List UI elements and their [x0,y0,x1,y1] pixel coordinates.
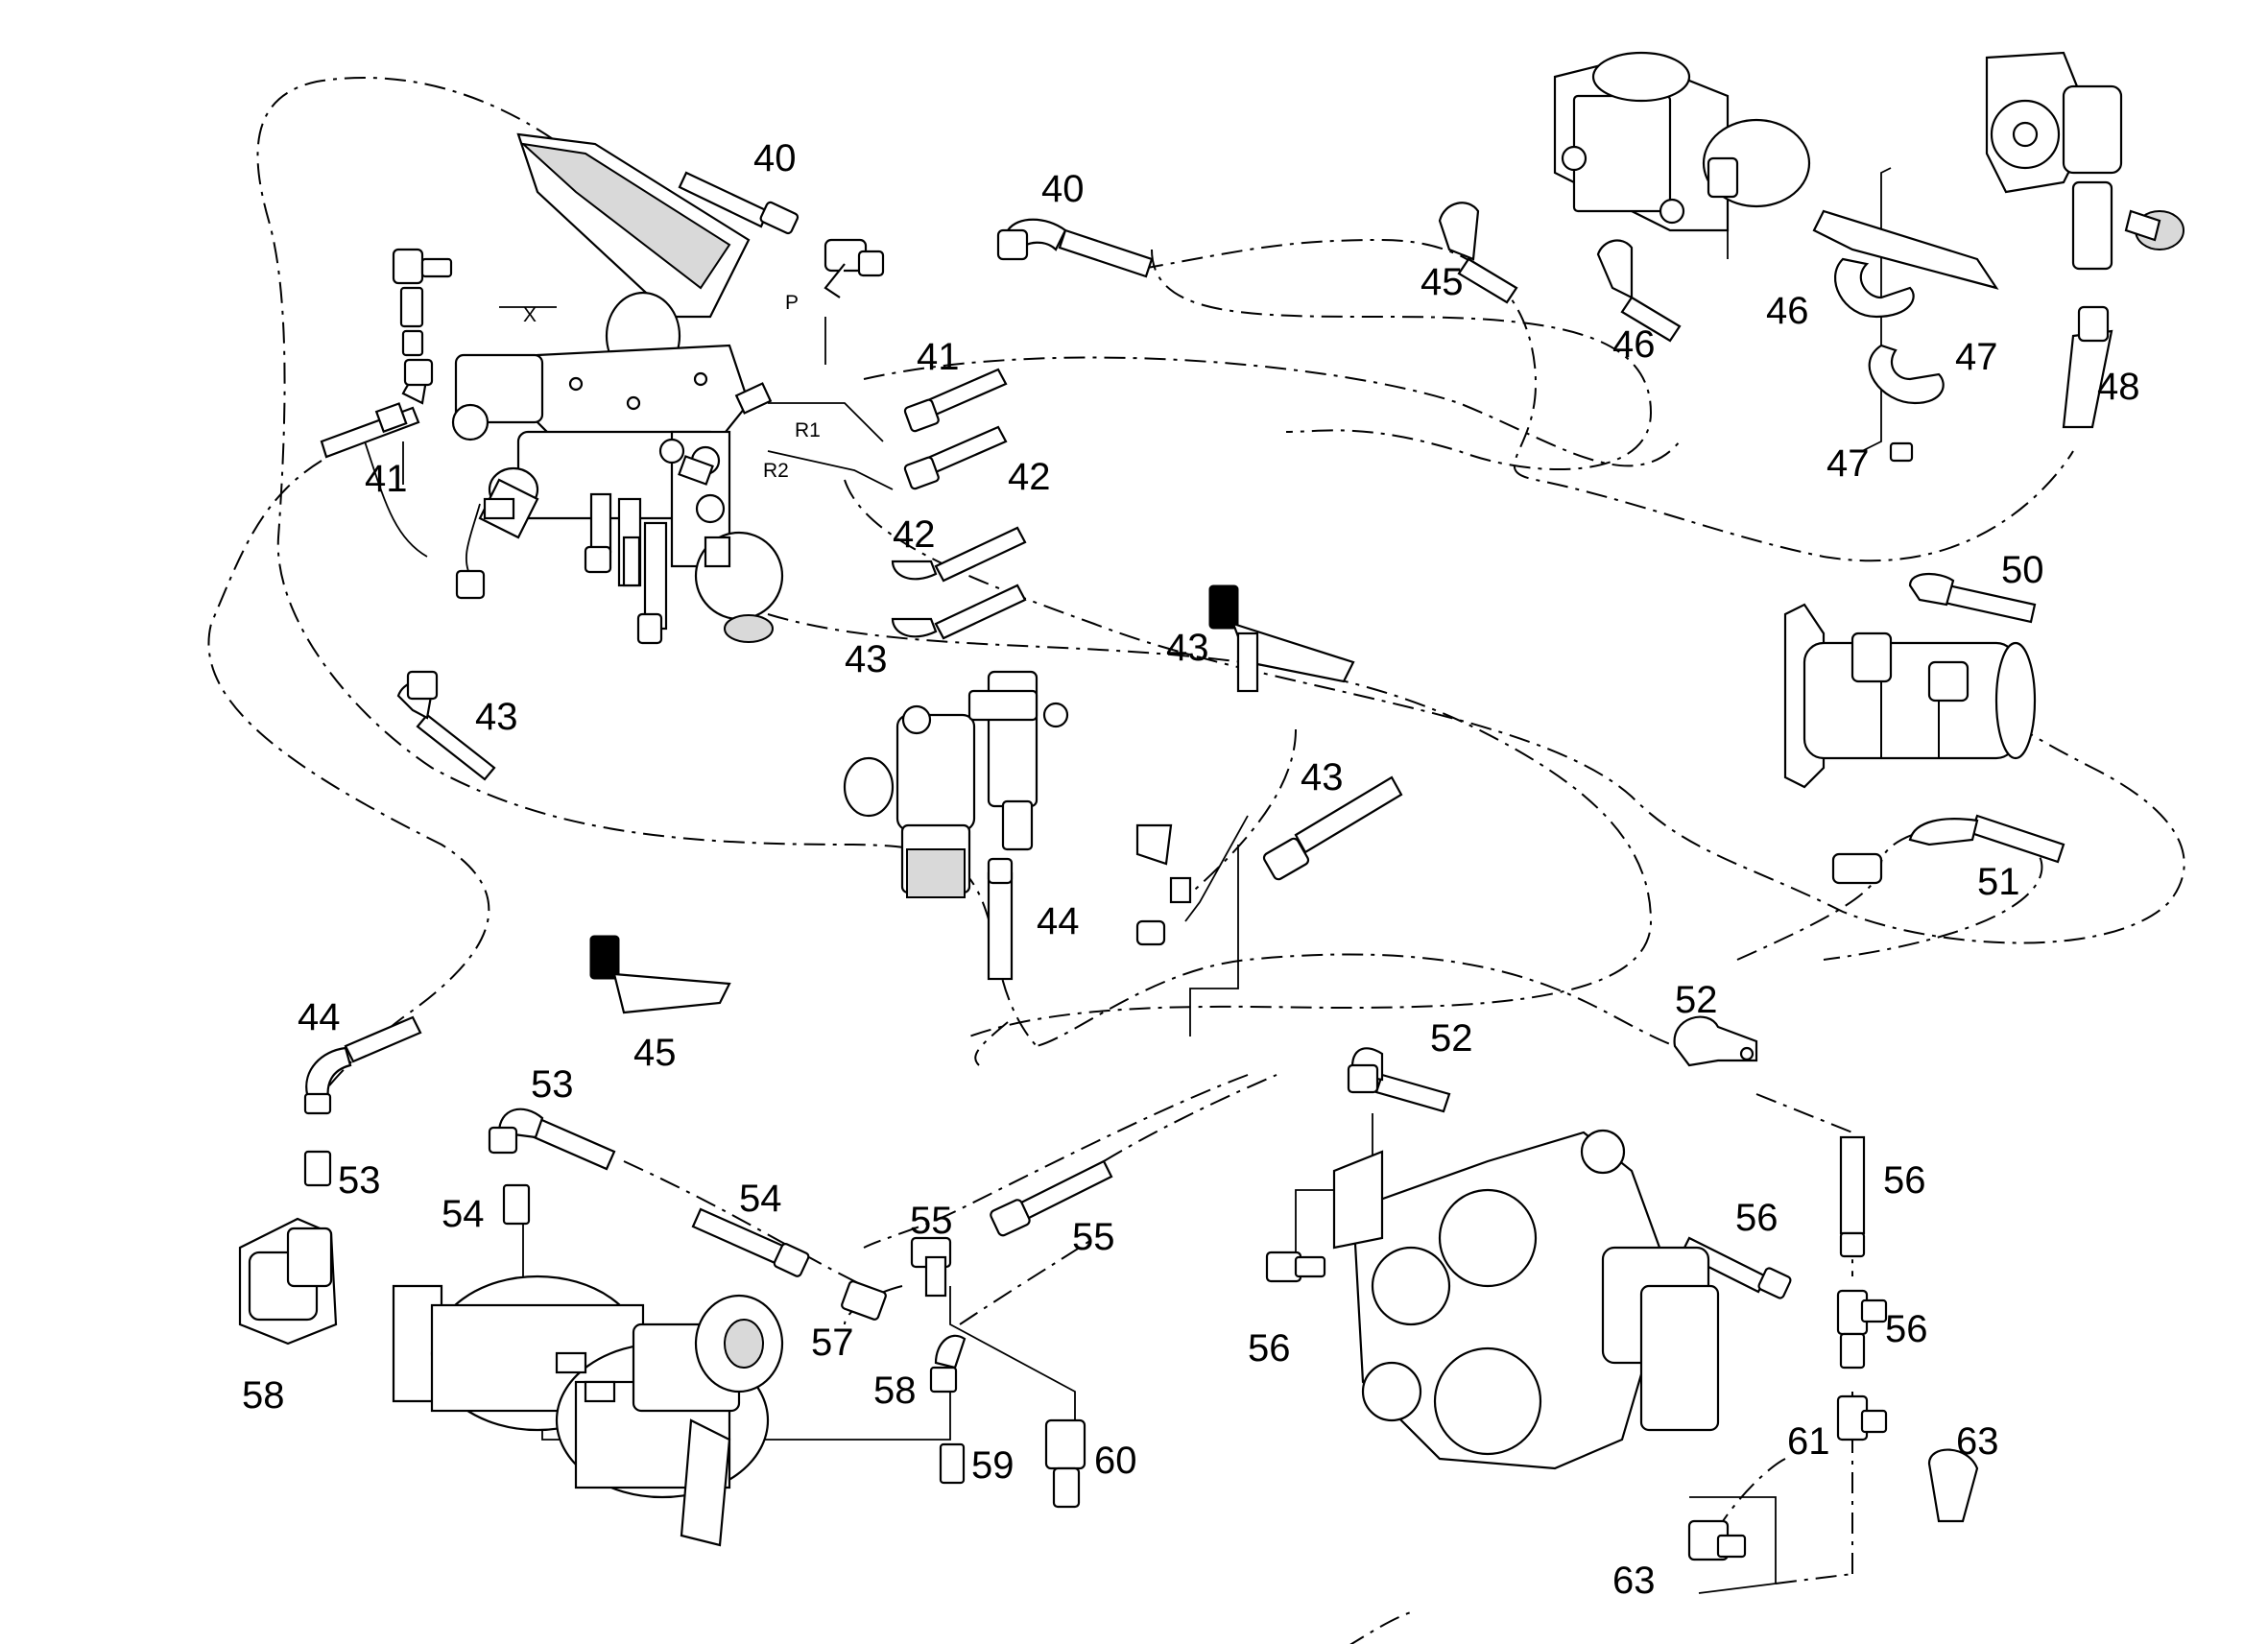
hose-43-pair-center [903,368,1008,490]
callout-54: 56 [1885,1308,1928,1350]
callout-53: 63 [1612,1560,1656,1602]
callout-43: 46 [1612,323,1656,366]
tee-fitting-upper-left [392,248,453,357]
callout-43: 41 [917,336,960,378]
callout-51: 53 [338,1159,381,1202]
bracket-63-upper [1208,584,1355,693]
hose-42-41-center [891,526,1027,640]
hose-45-upper [996,218,1154,278]
callout-43: 45 [1420,261,1464,303]
callout-40: 44 [298,996,341,1038]
callout-47: 43 [475,696,518,738]
callout-56: 54 [739,1178,782,1220]
callout-45: 48 [2097,366,2140,408]
callout-41: 43 [845,638,888,680]
hose-40-lower [303,1015,422,1115]
callout-63: 43 [1166,627,1209,669]
clamp-58-59 [1812,209,1999,463]
callout-54: 61 [1787,1420,1830,1463]
hose-47-left [396,670,496,781]
hose-46-upper [678,171,885,298]
callout-46: 40 [753,137,797,179]
callout-46: 50 [2001,549,2044,591]
hose-41-lower-right [1839,1135,1866,1258]
hose-56-left [488,1108,616,1171]
callout-43: 42 [1008,456,1051,498]
callout-63: 45 [633,1032,677,1074]
callout-56: 53 [531,1063,574,1106]
callout-52: 54 [442,1193,485,1235]
callout-40: 41 [365,458,408,500]
port-p-label: P [785,292,799,314]
hydraulic-motor-right [1265,1129,1720,1470]
callout-57: 58 [873,1370,917,1412]
callout-60: 63 [1956,1420,1999,1463]
callout-58: 47 [1955,336,1998,378]
fitting-51-50-pump [238,1150,338,1346]
clamp-48 [1673,1015,1758,1067]
hose-42-lower [990,1159,1113,1237]
hydraulic-pump-right [1783,603,2037,885]
control-valve-assembly: X P R1 R2 [451,132,821,645]
callout-55: 57 [811,1322,854,1364]
callout-52: 59 [971,1444,1015,1487]
port-x-label: X [523,304,537,326]
hose-43-upper-right [1438,202,1682,343]
callout-42: 55 [1072,1216,1115,1258]
callout-56: 56 [1735,1197,1779,1239]
callout-55: 55 [910,1200,953,1242]
callout-50: 58 [242,1374,285,1417]
hose-46-right [1908,573,2037,624]
callout-44: 43 [1301,756,1344,798]
callout-47: 44 [1037,900,1080,942]
drive-motor-left [392,1275,784,1547]
callout-41: 56 [1883,1159,1926,1202]
callout-48: 52 [1675,979,1718,1021]
port-r2-label: R2 [763,460,789,482]
callout-53: 56 [1248,1327,1291,1370]
fittings-54-60-53-lower-right [1687,1289,1979,1561]
callout-numbers: 40 40 41 41 42 42 43 43 43 43 44 44 45 4… [242,137,2140,1602]
filter-valve-center [843,670,1069,898]
callout-59: 47 [1826,442,1870,485]
fitting-52-upper-left [502,1183,531,1226]
hose-47-center [987,857,1014,981]
callout-61: 60 [1094,1440,1137,1482]
callout-56: 52 [1430,1017,1473,1060]
hose-40-upper [320,358,434,459]
callout-42: 42 [893,513,936,556]
hose-56-center-right [1347,1047,1451,1113]
small-clip-center [1135,815,1249,946]
hose-45-right [2062,305,2113,429]
fittings-55-57-52-lower [841,1236,1086,1509]
callout-45: 40 [1041,168,1085,210]
master-cylinder [1553,51,1811,232]
hose-56-center-left [691,1207,810,1277]
callout-44: 51 [1977,861,2020,903]
hose-44-center [1262,775,1403,881]
bracket-63-lower [589,935,731,1014]
port-r1-label: R1 [795,419,821,441]
callout-58: 46 [1766,290,1809,332]
brake-booster-valve [1985,51,2184,271]
hose-44-right [1908,814,2065,864]
